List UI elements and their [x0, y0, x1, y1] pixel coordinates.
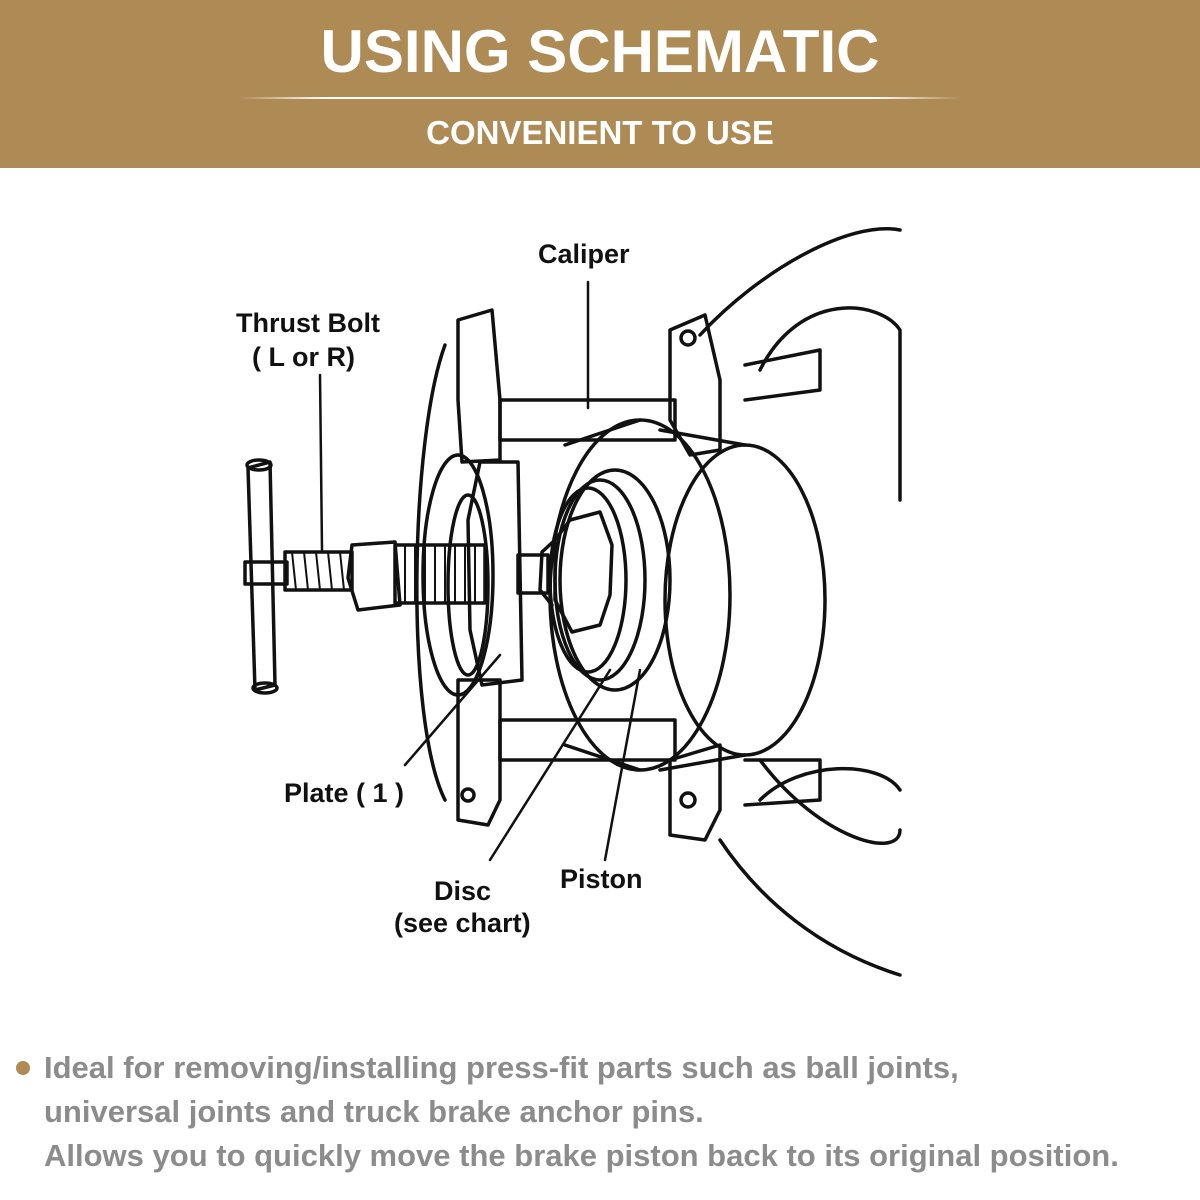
knuckle-upper — [758, 306, 902, 502]
feature-item-continued: Allows you to quickly move the brake pis… — [14, 1134, 1194, 1178]
piston-outer — [548, 418, 732, 772]
piston-leader — [603, 668, 642, 862]
plate-leader — [403, 653, 502, 767]
caliper-cylinder-end — [663, 443, 827, 757]
banner-subtitle: CONVENIENT TO USE — [426, 114, 774, 151]
feature-item: Ideal for removing/installing press-fit … — [14, 1046, 1194, 1090]
t-handle — [246, 460, 277, 692]
tool-plate — [466, 460, 524, 687]
rotor-outline — [698, 227, 902, 337]
knuckle-lower — [758, 758, 902, 845]
label-disc-note: (see chart) — [394, 908, 531, 938]
rotor-outline-lower — [718, 838, 902, 977]
piston-ring-3 — [548, 486, 628, 674]
label-caliper: Caliper — [538, 239, 630, 269]
feature-item-continued: universal joints and truck brake anchor … — [14, 1090, 1194, 1134]
banner-divider — [238, 97, 962, 99]
adapter-disc — [553, 510, 614, 634]
piston-ring-2 — [553, 478, 647, 682]
label-piston: Piston — [560, 864, 643, 894]
thrust-bolt-nut — [346, 540, 402, 612]
label-disc: Disc — [434, 876, 491, 906]
caliper-left-upper-ear — [456, 308, 502, 464]
brake-caliper-schematic: Caliper Thrust Bolt ( L or R) Plate ( 1 … — [200, 200, 920, 1000]
label-thrust-bolt-side: ( L or R) — [252, 342, 355, 372]
thrust-bolt-leader — [318, 373, 324, 552]
label-thrust-bolt: Thrust Bolt — [236, 308, 380, 338]
caliper-left-lower-ear — [456, 678, 502, 827]
banner-title: USING SCHEMATIC — [320, 18, 880, 85]
caliper-right-upper-ear — [668, 313, 722, 457]
caliper-right-lower-ear — [668, 743, 722, 842]
feature-line-2: universal joints and truck brake anchor … — [44, 1094, 704, 1129]
disc-leader — [488, 668, 612, 862]
label-plate: Plate ( 1 ) — [284, 778, 404, 808]
bullet-icon — [16, 1061, 30, 1075]
feature-line-1: Ideal for removing/installing press-fit … — [44, 1050, 959, 1085]
feature-line-3: Allows you to quickly move the brake pis… — [44, 1138, 1119, 1173]
header-banner: USING SCHEMATIC CONVENIENT TO USE — [0, 0, 1200, 168]
thrust-bolt-shaft — [393, 543, 487, 605]
piston-ring-1 — [558, 468, 672, 692]
feature-list: Ideal for removing/installing press-fit … — [14, 1046, 1194, 1178]
